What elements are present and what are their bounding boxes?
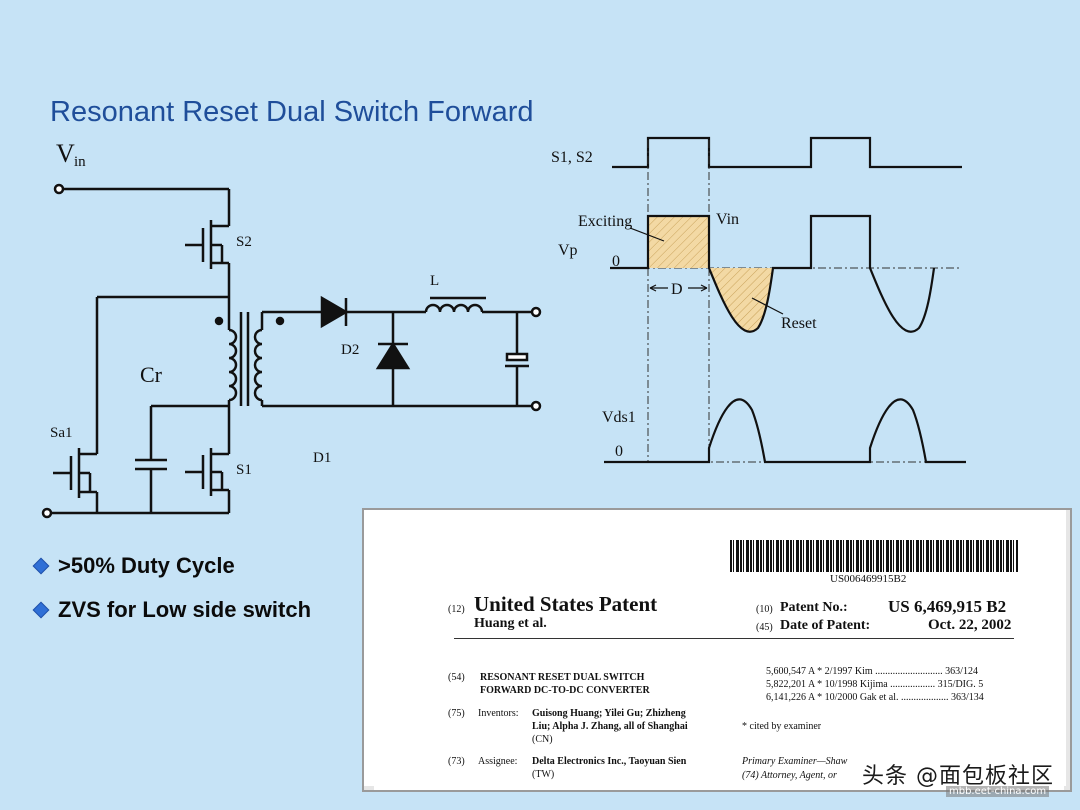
patent-date-label: Date of Patent: (780, 618, 871, 633)
capacitor-cr (135, 458, 167, 471)
transformer (227, 312, 264, 452)
output-terminal-minus (530, 400, 542, 412)
s1-label: S1 (236, 462, 252, 478)
bullet-list: >50% Duty Cycle ZVS for Low side switch (33, 544, 312, 632)
s2-label: S2 (236, 234, 252, 250)
d2-label: D2 (341, 342, 359, 358)
diode-d1 (320, 295, 349, 329)
bullet-item: >50% Duty Cycle (33, 544, 311, 588)
output-terminal-plus (530, 306, 542, 318)
patent-no-code: (10) (756, 604, 773, 615)
vds1-waveform (604, 398, 966, 464)
watermark-url: mbb.eet-china.com (946, 786, 1050, 797)
circuit-schematic (41, 183, 542, 519)
primary-dot (214, 316, 224, 326)
exciting-label: Exciting (578, 213, 632, 230)
reference-row: 5,600,547 A * 2/1997 Kim ...............… (766, 666, 978, 677)
vp-zero-label: 0 (612, 253, 620, 270)
bullet-text: ZVS for Low side switch (58, 597, 312, 622)
diamond-bullet-icon (33, 602, 49, 618)
mosfet-s1 (185, 448, 229, 496)
field-75-code: (75) (448, 708, 465, 719)
patent-title-line2: FORWARD DC-TO-DC CONVERTER (480, 685, 650, 696)
vin-label: V (56, 139, 75, 168)
field-75-label: Inventors: (478, 708, 519, 719)
bullet-text: >50% Duty Cycle (58, 553, 235, 578)
vds-zero-label: 0 (615, 443, 623, 460)
mosfet-s2 (185, 220, 229, 269)
capacitor-output (505, 352, 529, 368)
kind-code: (12) (448, 604, 465, 615)
patent-inventors-short: Huang et al. (474, 616, 547, 631)
inventors-line1: Guisong Huang; Yilei Gu; Zhizheng (532, 708, 686, 719)
mosfet-sa1 (53, 448, 97, 498)
reference-row: 6,141,226 A * 10/2000 Gak et al. .......… (766, 692, 984, 703)
reference-row: 5,822,201 A * 10/1998 Kijima ...........… (766, 679, 984, 690)
watermark-text: 头条 @面包板社区 (862, 764, 1054, 789)
timing-guides (647, 140, 710, 462)
reset-pointer (751, 297, 784, 315)
assignee-line1: Delta Electronics Inc., Taoyuan Sien (532, 756, 687, 767)
ground-terminal (41, 507, 53, 519)
exciting-pointer (629, 227, 665, 242)
gate-waveform (612, 136, 962, 169)
primary-examiner: Primary Examiner—Shaw (742, 756, 848, 767)
exciting-area (648, 216, 709, 268)
bullet-item: ZVS for Low side switch (33, 588, 312, 632)
reset-label: Reset (781, 315, 817, 332)
vin-terminal (53, 183, 65, 195)
vp-waveform (610, 214, 936, 333)
d-label: D (671, 281, 683, 298)
field-73-code: (73) (448, 756, 465, 767)
slide-title: Resonant Reset Dual Switch Forward (50, 96, 534, 128)
vin-label-sub: in (74, 154, 86, 170)
l-label: L (430, 273, 439, 289)
s1s2-label: S1, S2 (551, 149, 593, 166)
reset-area (709, 268, 773, 332)
inventors-line2: Liu; Alpha J. Zhang, all of Shanghai (532, 721, 688, 732)
vin-level-label: Vin (716, 211, 739, 228)
patent-barcode (730, 540, 1018, 572)
patent-page: US006469915B2 (12) United States Patent … (374, 516, 1064, 790)
inventors-line3: (CN) (532, 734, 553, 745)
watermark: 头条 @面包板社区 mbb.eet-china.com (858, 758, 1072, 804)
patent-date-code: (45) (756, 622, 773, 633)
diode-d2 (375, 341, 411, 370)
patent-no-value: US 6,469,915 B2 (888, 597, 1007, 616)
patent-divider (454, 638, 1014, 639)
field-73-label: Assignee: (478, 756, 518, 767)
diamond-bullet-icon (33, 558, 49, 574)
timing-waveforms (604, 136, 966, 464)
secondary-dot (275, 316, 285, 326)
sa1-label: Sa1 (50, 425, 73, 441)
inductor-l (424, 296, 486, 313)
patent-title-line1: RESONANT RESET DUAL SWITCH (480, 672, 645, 683)
patent-date-value: Oct. 22, 2002 (928, 617, 1012, 633)
assignee-line2: (TW) (532, 769, 555, 780)
patent-heading: United States Patent (474, 592, 658, 616)
vp-label: Vp (558, 242, 578, 259)
vds1-label: Vds1 (602, 409, 636, 426)
barcode-number: US006469915B2 (830, 573, 907, 585)
field-54-code: (54) (448, 672, 465, 683)
patent-excerpt: US006469915B2 (12) United States Patent … (362, 508, 1072, 792)
patent-no-label: Patent No.: (780, 600, 848, 615)
duty-arrow (649, 284, 708, 292)
d1-label: D1 (313, 450, 331, 466)
cited-note: * cited by examiner (742, 721, 822, 732)
cr-label: Cr (140, 362, 163, 387)
attorney-line: (74) Attorney, Agent, or (742, 770, 837, 781)
